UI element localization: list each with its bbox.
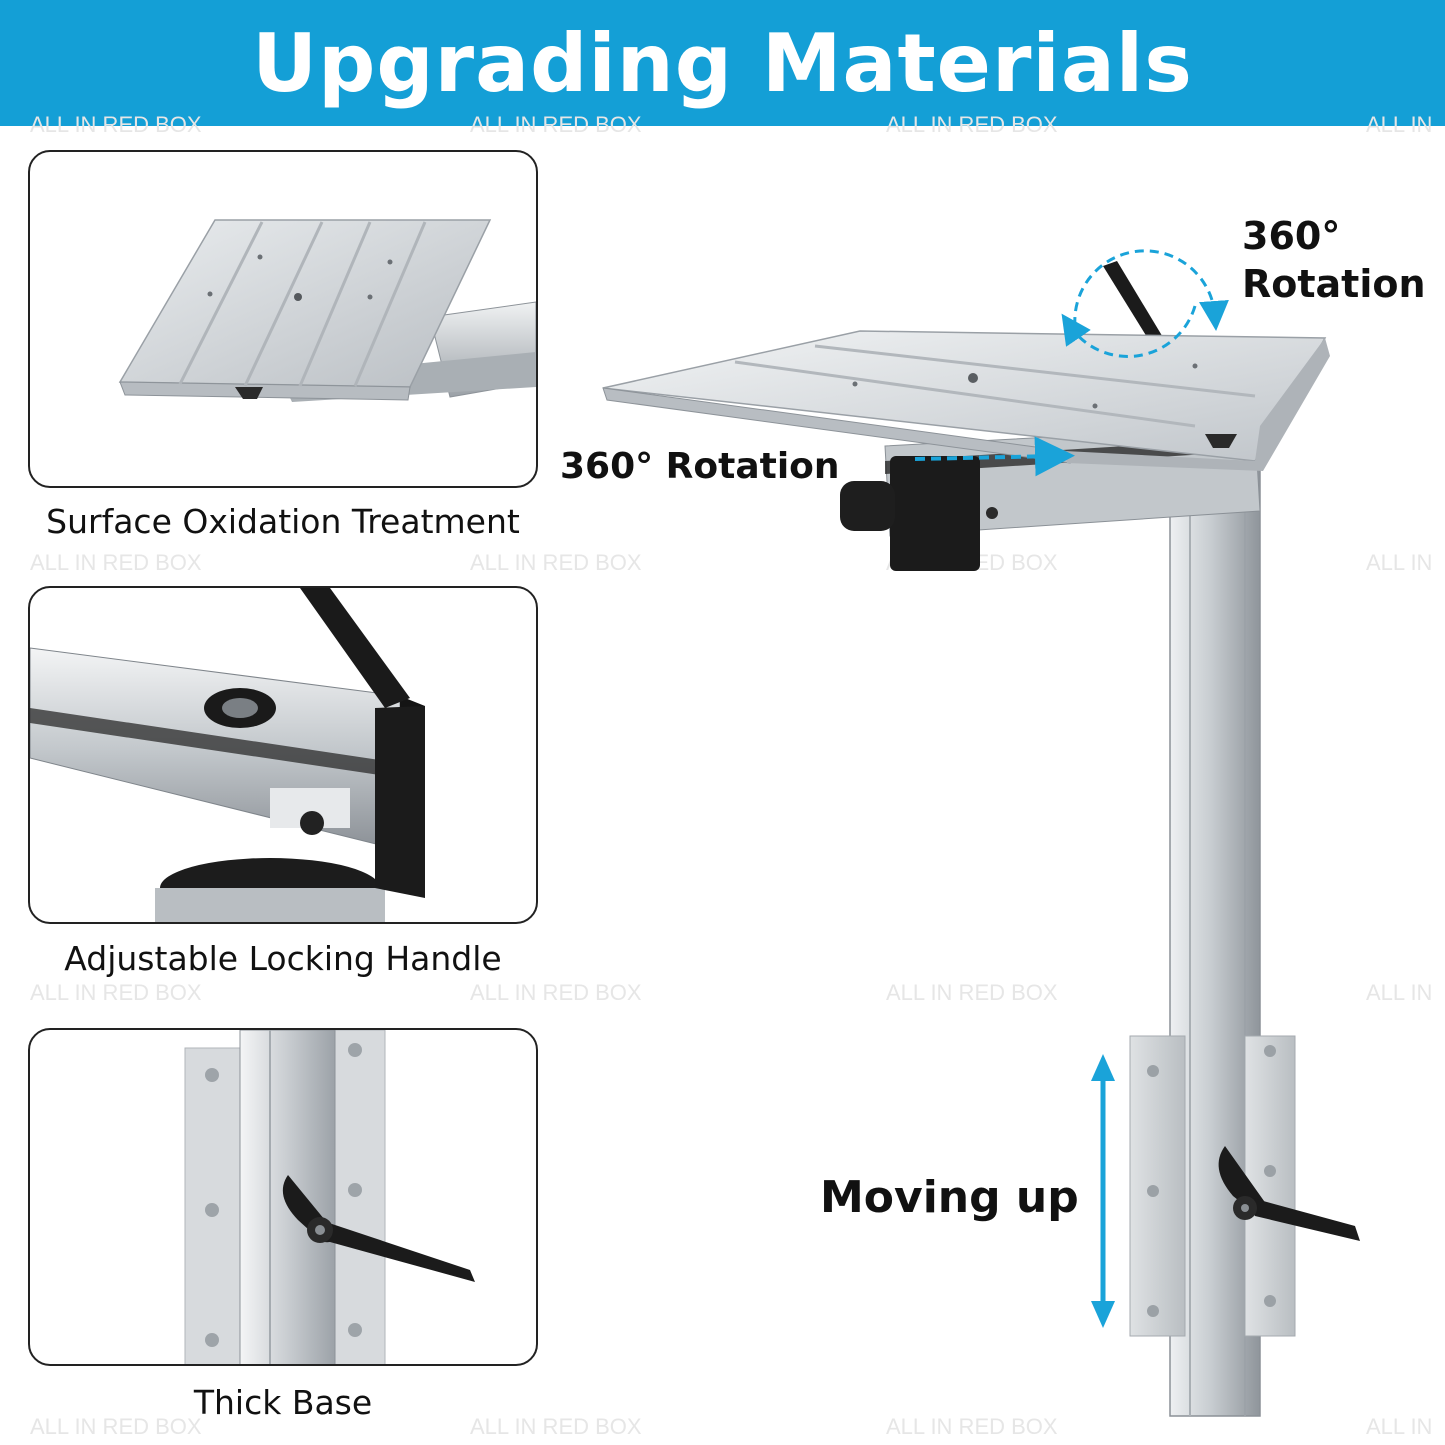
rotation-label-line: 360°: [1242, 214, 1341, 258]
page-title: Upgrading Materials: [252, 16, 1193, 110]
watermark: ALL IN RED BOX: [30, 980, 202, 1005]
base-bracket-icon: [184, 1030, 475, 1364]
watermark: ALL IN RED BOX: [470, 980, 642, 1005]
surface-treatment-panel: [28, 150, 538, 488]
watermark: ALL IN RED BOX: [470, 550, 642, 575]
header-banner: Upgrading Materials: [0, 0, 1445, 126]
rotation-label-middle: 360° Rotation: [560, 446, 840, 487]
rotation-arrow: [914, 436, 1075, 477]
watermark: ALL IN RED BOX: [30, 550, 202, 575]
watermark: ALL IN RED BOX: [30, 1414, 202, 1439]
watermark: ALL IN RED BOX: [470, 112, 642, 137]
watermark: ALL IN RED BOX: [886, 980, 1058, 1005]
watermark: ALL IN: [1366, 112, 1433, 137]
watermark: ALL IN RED BOX: [470, 1414, 642, 1439]
panel-caption: Surface Oxidation Treatment: [46, 502, 520, 541]
watermark: ALL IN RED BOX: [886, 1414, 1058, 1439]
rotation-label-top: 360° Rotation: [1242, 212, 1426, 308]
watermark-layer: ALL IN RED BOX ALL IN RED BOX ALL IN RED…: [0, 112, 1445, 1445]
moving-up-label: Moving up: [820, 1172, 1079, 1223]
watermark: ALL IN: [1366, 1414, 1433, 1439]
rotation-arrow: [1073, 249, 1229, 331]
rotation-arrow: [1061, 305, 1197, 358]
panel-caption: Thick Base: [193, 1383, 373, 1422]
locking-handle-icon: [30, 588, 425, 922]
locking-handle-panel: [28, 586, 538, 924]
watermark: ALL IN RED BOX: [886, 112, 1058, 137]
panel-caption: Adjustable Locking Handle: [64, 939, 502, 978]
rotation-label-line: Rotation: [1242, 262, 1426, 306]
table-mount-illustration: [602, 249, 1360, 1417]
thick-base-panel: [28, 1028, 538, 1366]
watermark: ALL IN RED BOX: [30, 112, 202, 137]
mounting-plate-icon: [118, 219, 536, 402]
watermark: ALL IN: [1366, 550, 1433, 575]
watermark: ALL IN: [1366, 980, 1433, 1005]
